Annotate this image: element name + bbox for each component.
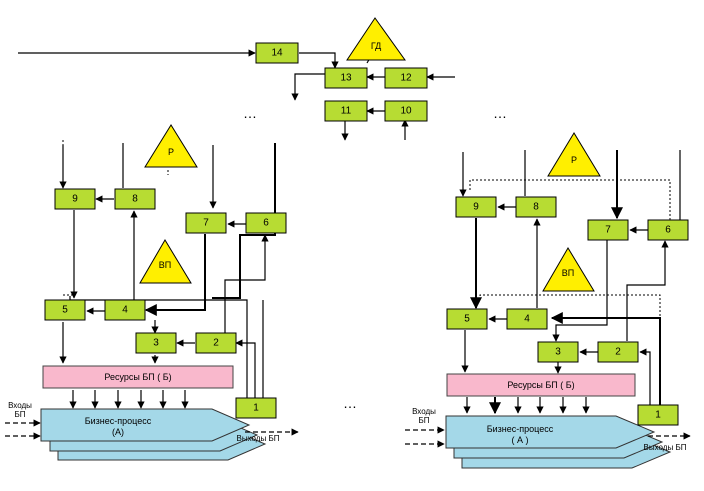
r-box-7-label: 7 — [605, 225, 611, 236]
box-11-label: 11 — [341, 106, 352, 117]
triangle-vp-label: ВП — [159, 260, 171, 270]
ellipsis-top-right: … — [493, 105, 507, 121]
r-outputs-label: Выходы БП — [644, 443, 687, 452]
process-label-line1: Бизнес-процесс — [85, 416, 152, 426]
box-5-label: 5 — [62, 305, 68, 316]
r-triangle-vp — [542, 247, 595, 292]
resources-box — [42, 365, 234, 389]
inputs-label-line2: БП — [15, 410, 26, 419]
triangle-gd — [346, 17, 406, 61]
box-4-label: 4 — [122, 305, 128, 316]
r-box-3-label: 3 — [555, 347, 561, 358]
r-process-shape — [445, 415, 656, 449]
box-8-label: 8 — [132, 194, 138, 205]
r-arrow-7-3 — [552, 240, 608, 342]
r-box-6-label: 6 — [665, 225, 671, 236]
ellipsis-top-left: … — [243, 105, 257, 121]
r-resources-label: Ресурсы БП ( Б) — [507, 380, 574, 390]
arrow-1-2 — [238, 342, 256, 398]
r-box-3 — [537, 341, 579, 363]
r-box-4 — [506, 308, 548, 330]
box-12 — [384, 67, 428, 89]
arrow-14-13 — [299, 52, 339, 69]
triangle-gd-label: ГД — [371, 41, 381, 51]
r-box-7 — [587, 219, 629, 241]
inputs-label-line1: Входы — [8, 401, 32, 410]
output-arrow-13 — [291, 73, 325, 101]
box-4 — [104, 299, 146, 321]
top-section: 14 13 12 11 10 ГД … … … — [18, 17, 507, 411]
box-11 — [324, 100, 368, 122]
box-6 — [245, 212, 287, 234]
ellipsis-bottom-middle: … — [343, 395, 357, 411]
r-arrow-2-6 — [626, 240, 669, 341]
box-1 — [235, 397, 277, 419]
r-box-1 — [637, 404, 679, 426]
process-label-line2: (А) — [112, 427, 124, 437]
r-box-8 — [515, 196, 557, 218]
box-2-label: 2 — [213, 338, 219, 349]
r-triangle-vp-label: ВП — [562, 268, 574, 278]
triangle-r-label: Р — [168, 147, 174, 157]
box-10-label: 10 — [400, 106, 412, 117]
right-subsystem: Бизнес-процесс ( А ) Ресурсы БП ( Б) Вхо… — [405, 132, 691, 469]
r-box-4-label: 4 — [524, 314, 530, 325]
box-7-label: 7 — [203, 218, 209, 229]
box-6-label: 6 — [263, 218, 269, 229]
box-14-label: 14 — [271, 48, 283, 59]
box-2 — [195, 332, 237, 354]
box-9-label: 9 — [72, 194, 78, 205]
r-box-1-label: 1 — [655, 410, 661, 421]
r-process-label-line1: Бизнес-процесс — [487, 424, 554, 434]
r-box-2-label: 2 — [615, 347, 621, 358]
dot-5 — [63, 292, 75, 296]
r-inputs-label-line2: БП — [419, 416, 430, 425]
r-box-9-label: 9 — [473, 202, 479, 213]
r-triangle-r — [547, 132, 601, 177]
process-shape — [40, 408, 251, 442]
box-10 — [384, 100, 428, 122]
r-box-8-label: 8 — [533, 202, 539, 213]
box-8 — [114, 188, 156, 210]
box-9 — [54, 188, 96, 210]
r-box-6 — [647, 219, 689, 241]
feedback-1-top — [69, 296, 248, 400]
box-3 — [135, 332, 177, 354]
r-triangle-r-label: Р — [571, 155, 577, 165]
r-box-5-label: 5 — [464, 314, 470, 325]
left-subsystem: Бизнес-процесс (А) Ресурсы БП ( Б) Входы… — [5, 124, 299, 461]
box-12-label: 12 — [400, 73, 412, 84]
r-box-2 — [597, 341, 639, 363]
r-box-5 — [446, 308, 488, 330]
arrow-2-6 — [224, 234, 269, 333]
box-1-label: 1 — [253, 403, 259, 414]
r-process-label-line2: ( А ) — [512, 435, 529, 445]
box-5 — [44, 299, 86, 321]
r-inputs-label-line1: Входы — [412, 407, 436, 416]
r-box-9 — [455, 196, 497, 218]
r-resources-box — [446, 373, 636, 397]
r-arrow-1-2 — [639, 348, 651, 408]
box-14 — [255, 42, 299, 64]
box-3-label: 3 — [153, 338, 159, 349]
r-arrow-1-4 — [550, 312, 661, 408]
box-13-label: 13 — [340, 73, 352, 84]
resources-label: Ресурсы БП ( Б) — [104, 372, 171, 382]
box-13 — [324, 67, 368, 89]
triangle-r — [144, 124, 198, 168]
outputs-label: Выходы БП — [237, 434, 280, 443]
box-7 — [185, 212, 227, 234]
triangle-vp — [139, 239, 192, 284]
arrow-7-4 — [144, 234, 206, 316]
r-dotted-top — [469, 179, 671, 220]
